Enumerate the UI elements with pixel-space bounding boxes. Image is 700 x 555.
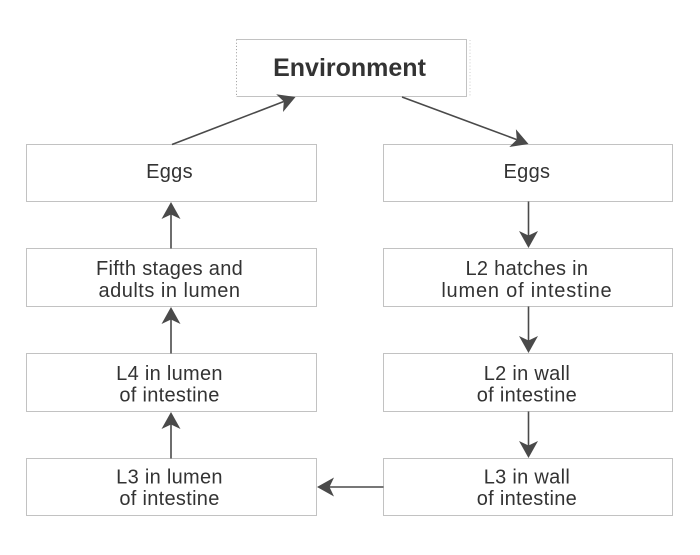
svg-text:Eggs: Eggs [146,161,193,183]
svg-text:L3 in lumen: L3 in lumen [116,467,223,489]
svg-text:Fifth stages and: Fifth stages and [96,258,243,280]
svg-text:adults in lumen: adults in lumen [98,280,240,302]
svg-text:of intestine: of intestine [119,385,219,407]
svg-text:lumen of intestine: lumen of intestine [441,280,612,302]
svg-text:of intestine: of intestine [477,488,577,510]
svg-text:Environment: Environment [273,54,426,82]
svg-text:L2 hatches in: L2 hatches in [465,258,588,280]
svg-text:Eggs: Eggs [504,161,551,183]
svg-text:of intestine: of intestine [477,385,577,407]
svg-text:L3 in wall: L3 in wall [484,467,570,489]
svg-text:L4 in lumen: L4 in lumen [116,363,223,385]
svg-text:L2 in wall: L2 in wall [484,363,570,385]
svg-text:of intestine: of intestine [119,488,219,510]
